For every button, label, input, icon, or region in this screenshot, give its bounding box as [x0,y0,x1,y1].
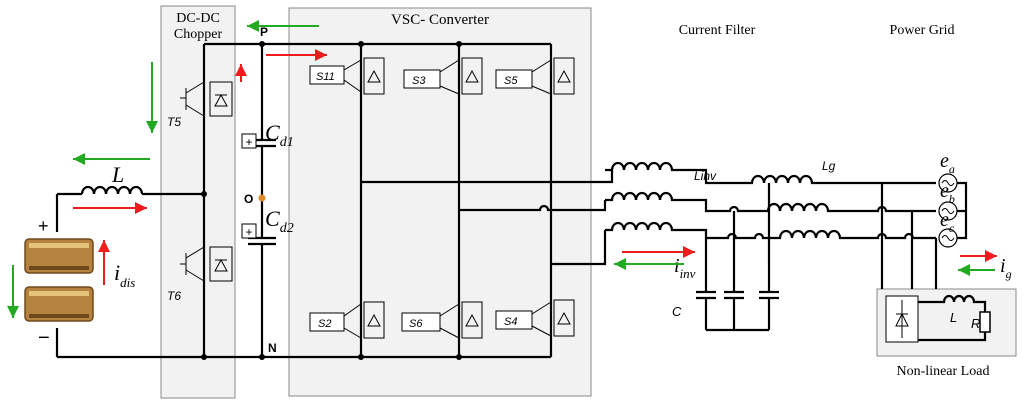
t6-label: T6 [167,289,181,303]
switch-s6 [401,301,483,339]
chopper-title-line1: DC-DC [176,11,220,26]
ec-label: ec [940,209,955,235]
battery-plus: + [38,216,49,236]
lg-phase-c [770,229,936,240]
ea-label: ea [940,150,955,176]
phase-c-output [551,230,607,266]
s3-label: S3 [412,75,426,87]
dc-inductor [80,185,144,195]
p-node [259,41,265,47]
rectifier-block [885,295,919,343]
lg-label: Lg [822,159,836,173]
load-r-label: R [971,316,980,331]
load-return [918,332,987,342]
cd1-label: Cd1 [265,120,294,150]
phase-b-output [459,200,607,212]
cd2-polarity-box [241,223,257,239]
filter-capacitors [696,183,779,332]
s2-label: S2 [318,318,331,330]
linv-phase-a [605,161,745,185]
chopper-title-line2: Chopper [174,27,223,42]
switch-s4 [495,299,575,337]
s6-label: S6 [409,318,423,330]
battery-minus: − [38,327,50,349]
capacitor-cd2: + [241,220,276,246]
cd1-plus: + [245,135,252,149]
current-filter-title: Current Filter [679,23,756,38]
midpoint-node [258,194,266,202]
chopper-block [160,5,236,399]
lg-phase-a [745,174,936,185]
chopper-bottom-node [201,354,207,360]
iinv-label: iinv [674,255,696,281]
switch-s2 [309,301,385,339]
switch-s5 [495,57,575,95]
battery-pack [24,238,94,322]
cd2-label: Cd2 [265,206,294,236]
node-p-label: P [260,25,268,39]
grid-sources [938,173,968,248]
cd2-plus: + [245,225,252,239]
switch-s11 [309,57,385,95]
eb-label: eb [940,180,955,206]
filter-c-label: C [672,304,682,319]
node-o-label: O [244,192,253,206]
load-inductor [918,294,987,312]
igbt-t5 [180,81,233,117]
linv-phase-c [605,221,770,240]
node-n-label: N [268,341,277,355]
lg-phase-b [758,202,936,213]
load-resistor [979,311,991,333]
load-l-label: L [950,310,957,325]
vsc-title: VSC- Converter [391,12,489,28]
igbt-t6 [180,246,233,282]
power-grid-title: Power Grid [890,23,955,38]
switch-s3 [403,57,483,95]
s11-label: S11 [316,71,335,83]
nonlinear-load-title: Non-linear Load [897,364,990,379]
linv-label: Linv [694,169,717,183]
ig-label: ig [1000,255,1012,281]
linv-phase-b [605,191,758,213]
capacitor-cd1: + [241,133,276,163]
s4-label: S4 [504,316,517,328]
dc-inductor-label: L [111,162,124,187]
t5-label: T5 [167,115,181,129]
n-node [259,354,265,360]
phase-a-output [361,170,614,184]
s5-label: S5 [504,75,518,87]
cd1-polarity-box [241,133,257,149]
idis-label: idis [114,260,135,290]
